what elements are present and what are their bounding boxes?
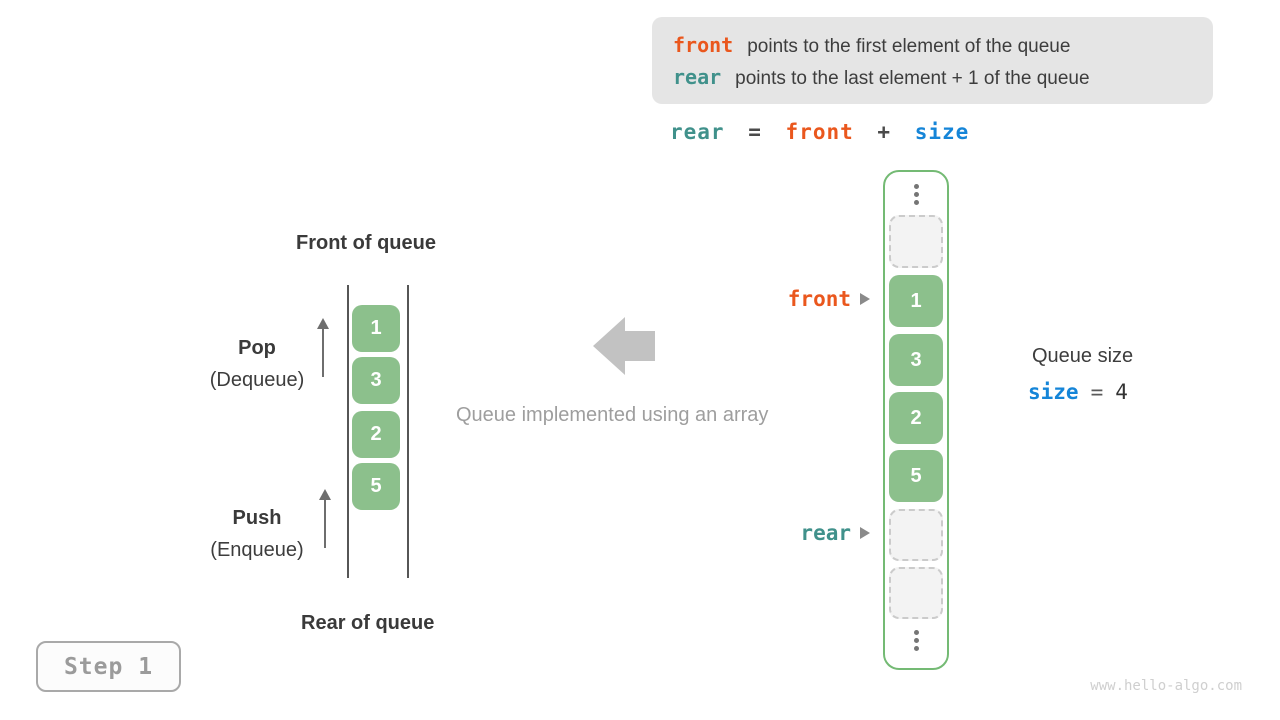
formula-equals: =	[748, 120, 762, 144]
formula-size: size	[914, 120, 970, 144]
size-equals: =	[1090, 380, 1104, 404]
rear-pointer: rear	[800, 519, 870, 547]
channel-wall-left	[347, 285, 349, 578]
front-description: points to the first element of the queue	[747, 36, 1071, 57]
empty-array-slot	[889, 509, 943, 561]
rear-of-queue-label: Rear of queue	[301, 612, 435, 634]
formula-plus: +	[877, 120, 892, 144]
push-up-arrow-icon	[319, 489, 331, 548]
front-pointer: front	[788, 285, 870, 313]
pop-up-arrow-icon	[317, 318, 329, 377]
enqueue-label: (Enqueue)	[210, 539, 304, 561]
pop-label: Pop	[238, 337, 276, 359]
size-value: 4	[1115, 380, 1128, 404]
size-formula: size = 4	[1028, 380, 1128, 404]
info-box: front points to the first element of the…	[652, 17, 1213, 104]
empty-array-slot	[889, 567, 943, 619]
watermark: www.hello-algo.com	[1090, 678, 1242, 694]
empty-array-slot	[889, 215, 943, 268]
formula: rear = front + size	[670, 120, 969, 144]
formula-rear: rear	[670, 120, 725, 144]
rear-pointer-arrowhead-icon	[860, 527, 870, 539]
rear-keyword: rear	[673, 65, 722, 89]
step-badge: Step 1	[36, 641, 181, 692]
front-pointer-label: front	[787, 287, 851, 311]
pop-label-group: Pop (Dequeue)	[187, 337, 327, 392]
array-cell: 3	[889, 334, 943, 386]
front-keyword: front	[673, 33, 734, 57]
array-cell: 5	[889, 450, 943, 502]
queue-cell: 3	[352, 357, 400, 404]
size-variable: size	[1028, 380, 1079, 404]
queue-cell: 2	[352, 411, 400, 458]
left-block-arrow-icon	[593, 317, 655, 375]
vertical-ellipsis-icon	[885, 630, 947, 651]
rear-pointer-label: rear	[800, 521, 851, 545]
rear-description: points to the last element + 1 of the qu…	[735, 68, 1090, 89]
formula-front: front	[785, 120, 854, 144]
queue-size-label: Queue size	[1032, 345, 1134, 367]
info-line-front: front points to the first element of the…	[673, 29, 1213, 61]
front-pointer-arrowhead-icon	[860, 293, 870, 305]
queue-cell: 1	[352, 305, 400, 352]
front-of-queue-label: Front of queue	[296, 232, 436, 254]
diagram-caption: Queue implemented using an array	[456, 404, 769, 426]
push-label: Push	[232, 507, 282, 529]
queue-cell: 5	[352, 463, 400, 510]
info-line-rear: rear points to the last element + 1 of t…	[673, 61, 1213, 93]
array-cell: 2	[889, 392, 943, 444]
channel-wall-right	[407, 285, 409, 578]
dequeue-label: (Dequeue)	[209, 369, 305, 391]
array-container: 1 3 2 5	[883, 170, 949, 670]
array-cell: 1	[889, 275, 943, 327]
push-label-group: Push (Enqueue)	[187, 507, 327, 562]
vertical-ellipsis-icon	[885, 184, 947, 205]
